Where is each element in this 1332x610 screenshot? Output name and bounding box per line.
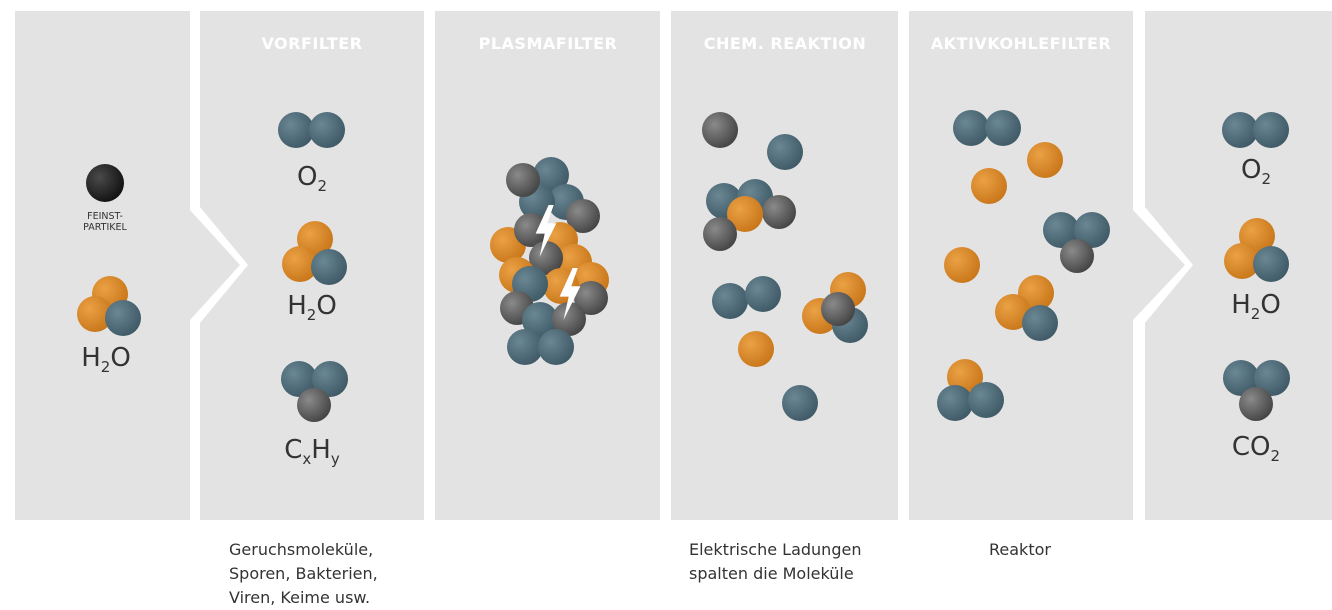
caption-line: Elektrische Ladungen bbox=[689, 540, 862, 559]
input-h2o-molecule bbox=[77, 276, 141, 336]
atom bbox=[1027, 142, 1063, 178]
caption-line: Geruchsmoleküle, bbox=[229, 540, 374, 559]
oxygen-atom bbox=[1253, 246, 1289, 282]
atom bbox=[767, 134, 803, 170]
output-o2-formula: O2 bbox=[1241, 155, 1271, 188]
atom bbox=[727, 196, 763, 232]
atom bbox=[953, 110, 989, 146]
oxygen-atom bbox=[1253, 112, 1289, 148]
carbon-atom bbox=[297, 388, 331, 422]
output-co2-formula: CO2 bbox=[1232, 432, 1280, 465]
stage-title-vorfilter: VORFILTER bbox=[261, 34, 362, 53]
hydrogen-atom bbox=[1224, 243, 1260, 279]
atom bbox=[944, 247, 980, 283]
stage-title-aktivkohlefilter: AKTIVKOHLEFILTER bbox=[931, 34, 1111, 53]
output-h2o-molecule bbox=[1224, 218, 1289, 282]
caption-line: spalten die Moleküle bbox=[689, 564, 854, 583]
atom bbox=[522, 302, 558, 338]
caption-line: Viren, Keime usw. bbox=[229, 588, 371, 607]
hydrogen-atom bbox=[281, 361, 317, 397]
oxygen-atom bbox=[311, 249, 347, 285]
vorfilter-cxhy-molecule bbox=[281, 361, 348, 422]
oxygen-atom bbox=[1223, 360, 1259, 396]
atom bbox=[1060, 239, 1094, 273]
plasma-molecule-cluster bbox=[490, 157, 609, 365]
atom bbox=[762, 195, 796, 229]
panel-input bbox=[15, 11, 240, 520]
output-h2o-formula: H2O bbox=[1231, 290, 1281, 323]
caption-aktivkohlefilter: Reaktor bbox=[989, 538, 1051, 562]
atom bbox=[552, 302, 586, 336]
oxygen-atom bbox=[278, 112, 314, 148]
oxygen-atom bbox=[1254, 360, 1290, 396]
carbon-atom bbox=[1239, 387, 1273, 421]
hydrogen-atom bbox=[282, 246, 318, 282]
stage-title-chem-reaktion: CHEM. REAKTION bbox=[704, 34, 867, 53]
vorfilter-h2o-formula: H2O bbox=[287, 291, 337, 324]
reaction-atoms bbox=[702, 112, 868, 421]
atom bbox=[985, 110, 1021, 146]
vorfilter-o2-molecule bbox=[278, 112, 345, 148]
vorfilter-o2-formula: O2 bbox=[297, 162, 327, 195]
atom bbox=[566, 199, 600, 233]
caption-line: Reaktor bbox=[989, 540, 1051, 559]
activated-carbon-atoms bbox=[937, 110, 1110, 421]
atom bbox=[538, 329, 574, 365]
panel-chem-reaktion bbox=[671, 11, 898, 520]
caption-chem-reaktion: Elektrische Ladungen spalten die Molekül… bbox=[689, 538, 861, 586]
particle-atom bbox=[86, 164, 124, 202]
atom bbox=[821, 292, 855, 326]
atom bbox=[937, 385, 973, 421]
atom bbox=[529, 241, 563, 275]
atom bbox=[574, 281, 608, 315]
stage-title-plasmafilter: PLASMAFILTER bbox=[479, 34, 618, 53]
atom bbox=[738, 331, 774, 367]
atom bbox=[995, 294, 1031, 330]
atom bbox=[703, 217, 737, 251]
vorfilter-cxhy-formula: CxHy bbox=[284, 435, 340, 468]
output-o2-molecule bbox=[1222, 112, 1289, 148]
particle-label-line1: FEINST- bbox=[87, 211, 123, 222]
particle-label-line2: PARTIKEL bbox=[83, 222, 127, 233]
atom bbox=[971, 168, 1007, 204]
hydrogen-atom bbox=[77, 296, 113, 332]
atom bbox=[1022, 305, 1058, 341]
fine-particle bbox=[86, 164, 124, 202]
atom bbox=[745, 276, 781, 312]
vorfilter-h2o-molecule bbox=[282, 221, 347, 285]
atom bbox=[533, 157, 569, 193]
atom bbox=[507, 329, 543, 365]
atom bbox=[702, 112, 738, 148]
input-h2o-formula: H2O bbox=[81, 343, 131, 376]
output-co2-molecule bbox=[1223, 360, 1290, 421]
atom bbox=[1043, 212, 1079, 248]
atom bbox=[712, 283, 748, 319]
atom bbox=[968, 382, 1004, 418]
atom bbox=[782, 385, 818, 421]
atom bbox=[1074, 212, 1110, 248]
atom bbox=[506, 163, 540, 197]
hydrogen-atom bbox=[312, 361, 348, 397]
oxygen-atom bbox=[1222, 112, 1258, 148]
oxygen-atom bbox=[105, 300, 141, 336]
caption-vorfilter: Geruchsmoleküle, Sporen, Bakterien, Vire… bbox=[229, 538, 378, 610]
oxygen-atom bbox=[309, 112, 345, 148]
atom bbox=[514, 213, 548, 247]
caption-line: Sporen, Bakterien, bbox=[229, 564, 378, 583]
